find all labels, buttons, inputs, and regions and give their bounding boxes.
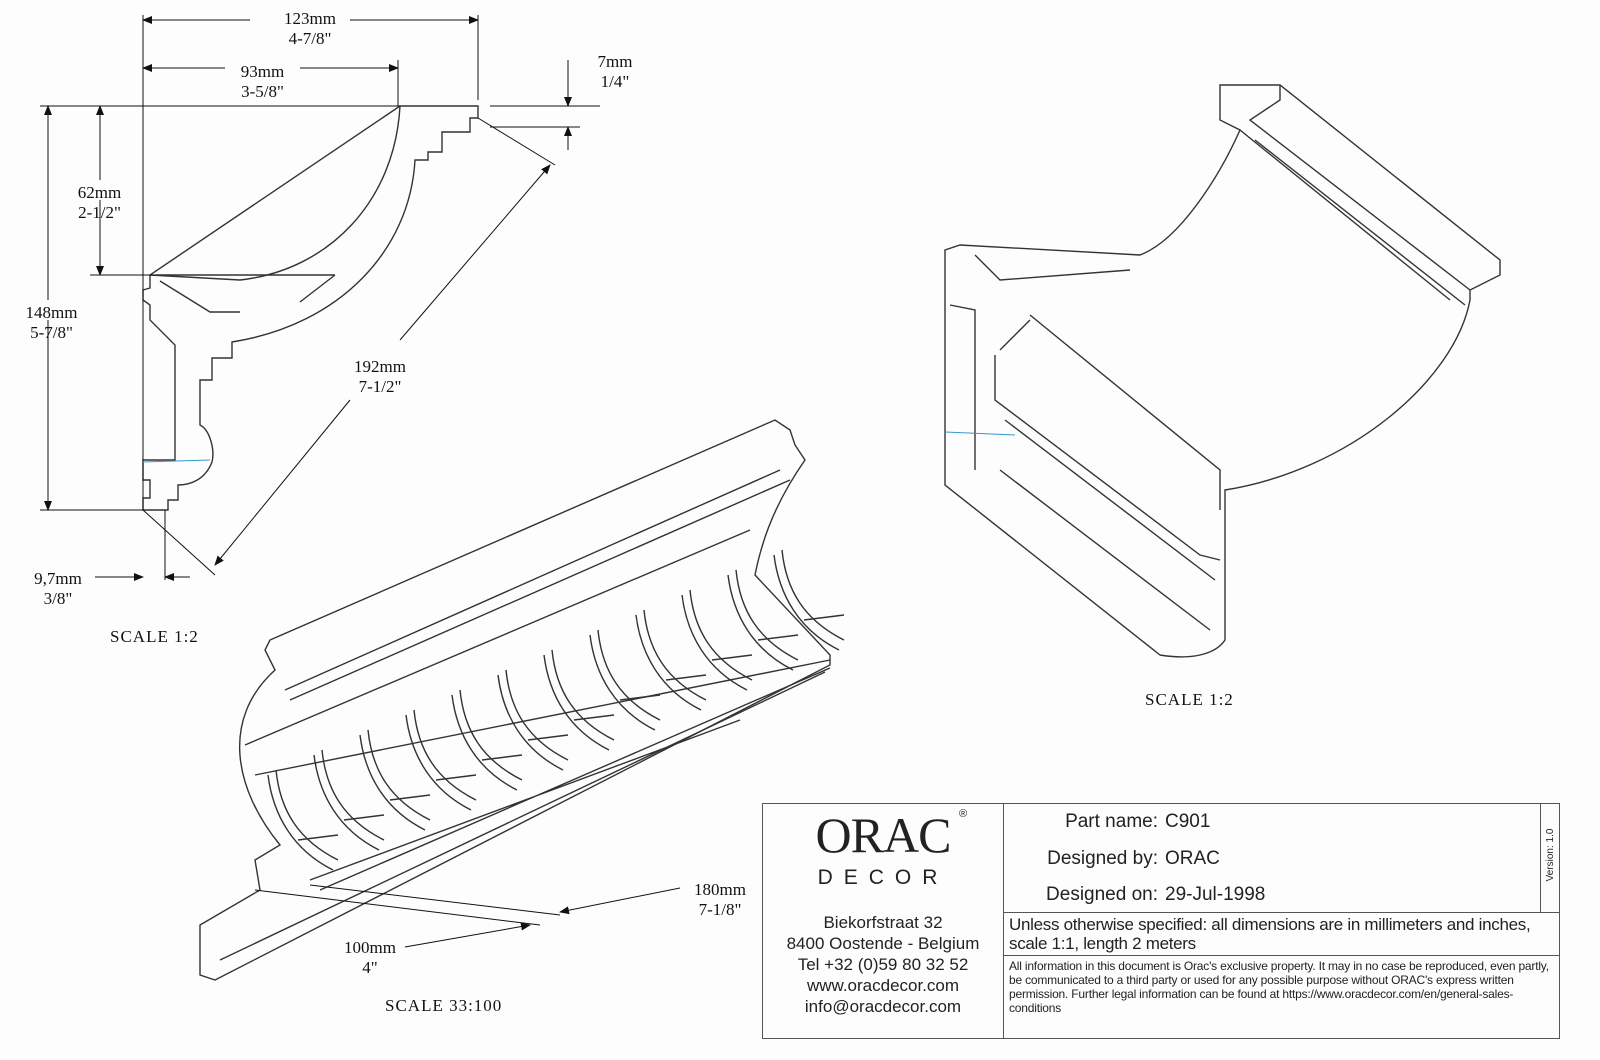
flute-mark [681, 589, 753, 691]
scale-label-profile: SCALE 1:2 [110, 627, 199, 646]
registered-mark: ® [959, 808, 968, 820]
units-note: Unless otherwise specified: all dimensio… [1003, 912, 1559, 956]
title-block: ORAC ® DECOR Biekorfstraat 32 8400 Ooste… [762, 803, 1560, 1039]
company-logo-panel: ORAC ® DECOR Biekorfstraat 32 8400 Ooste… [763, 804, 1004, 1038]
flute-mark [405, 709, 477, 811]
part-name-label: Part name: [1065, 811, 1158, 832]
address-email: info@oracdecor.com [804, 997, 962, 1016]
version-label: Version: 1.0 [1545, 828, 1556, 882]
flute-mark [267, 769, 339, 871]
designed-by-value: ORAC [1165, 848, 1220, 869]
notes-area: Unless otherwise specified: all dimensio… [1003, 912, 1559, 1038]
flute-mark [773, 549, 845, 651]
scale-label-iso: SCALE 33:100 [385, 996, 503, 1015]
profile-section-outline [142, 105, 479, 511]
blue-reference-line [944, 431, 1016, 436]
part-name-row: Part name: C901 [1003, 810, 1533, 834]
flute-mark [497, 669, 569, 771]
blue-reference-line [142, 459, 211, 463]
flute-mark [589, 629, 661, 731]
designed-on-label: Designed on: [1046, 884, 1158, 905]
flute-mark [359, 729, 431, 831]
flute-mark [313, 749, 385, 851]
legal-note: All information in this document is Orac… [1009, 959, 1549, 1015]
side-view-outline [944, 84, 1501, 658]
company-address: Biekorfstraat 32 8400 Oostende - Belgium… [763, 912, 1003, 1017]
flute-mark [635, 609, 707, 711]
brand-logo: ORAC [815, 807, 952, 863]
part-name-value: C901 [1165, 811, 1211, 832]
scale-label-side: SCALE 1:2 [1145, 690, 1234, 709]
isometric-view-outline [199, 419, 831, 981]
address-phone: Tel +32 (0)59 80 32 52 [797, 955, 969, 974]
flute-mark [451, 689, 523, 791]
flute-mark [727, 569, 799, 671]
flute-mark [543, 649, 615, 751]
designed-by-row: Designed by: ORAC [1003, 847, 1533, 871]
designed-on-row: Designed on: 29-Jul-1998 [1003, 883, 1533, 907]
designed-on-value: 29-Jul-1998 [1165, 884, 1266, 905]
isometric-flutes [267, 549, 845, 871]
address-website: www.oracdecor.com [806, 976, 960, 995]
designed-by-label: Designed by: [1047, 848, 1158, 869]
version-cell: Version: 1.0 [1540, 804, 1560, 912]
iso-dimension-lines [254, 884, 681, 948]
address-city: 8400 Oostende - Belgium [786, 934, 980, 953]
brand-sub: DECOR [817, 866, 949, 889]
address-street: Biekorfstraat 32 [823, 913, 943, 932]
profile-dimension-lines [40, 15, 600, 581]
